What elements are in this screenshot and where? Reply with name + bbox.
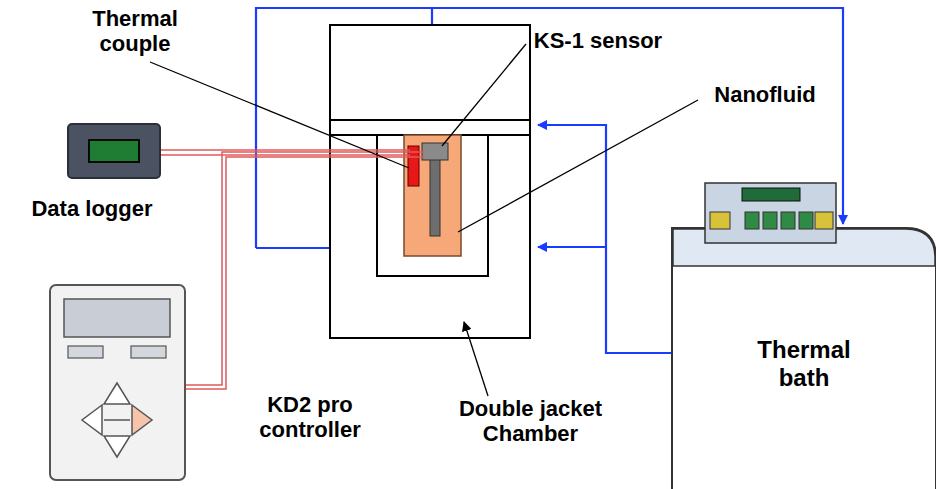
signal-wires (160, 150, 424, 389)
kd2-controller-device (50, 285, 185, 480)
nanofluid-vessel (404, 135, 461, 256)
double-jacket-chamber (330, 25, 530, 338)
sensor-head (422, 143, 448, 160)
thermal-bath-unit (672, 183, 936, 489)
callout-label: Nanofluid (700, 82, 830, 107)
device-label: KD2 pro controller (240, 392, 380, 443)
leader-lines (150, 44, 698, 396)
sensor-needle (430, 150, 440, 236)
thermal-bath: Thermal bath (672, 228, 936, 489)
device-label: Data logger (6, 196, 178, 221)
callout-label: Thermal couple (70, 6, 200, 57)
callout-label: KS-1 sensor (528, 28, 668, 53)
device-label: Thermal bath (734, 336, 874, 391)
callout-label: Double jacket Chamber (448, 396, 613, 447)
data-logger-device (68, 124, 160, 178)
kd2-controller: KD2 pro controller (44, 280, 384, 485)
data-logger: Data logger (6, 118, 178, 228)
